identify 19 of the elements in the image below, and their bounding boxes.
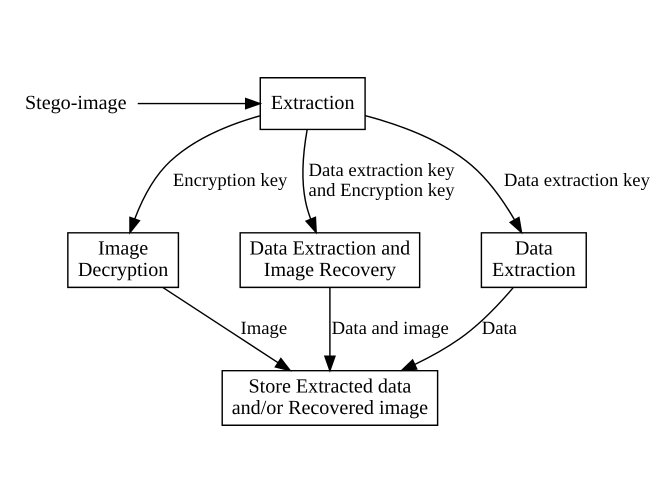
node-box: Data Extraction and Image Recovery bbox=[239, 232, 420, 288]
arrow bbox=[365, 115, 523, 234]
edge-label: Data and image bbox=[332, 318, 449, 339]
edge-label: Encryption key bbox=[172, 170, 288, 192]
arrow bbox=[162, 286, 292, 372]
arrow bbox=[302, 130, 317, 235]
edge-label: Data bbox=[482, 318, 517, 339]
node-box: Image Decryption bbox=[67, 232, 180, 288]
node-box: Data Extraction bbox=[480, 232, 587, 288]
arrow bbox=[400, 286, 514, 372]
node-box: Store Extracted data and/or Recovered image bbox=[222, 370, 438, 426]
arrow bbox=[129, 115, 260, 235]
node-text: Stego-image bbox=[24, 92, 127, 114]
edge-label: Data extraction key bbox=[504, 170, 650, 192]
node-box: Extraction bbox=[260, 77, 366, 130]
arrow bbox=[138, 98, 262, 110]
edge-label: Image bbox=[240, 318, 288, 339]
edge-label: Data extraction key and Encryption key bbox=[308, 160, 455, 202]
arrow bbox=[324, 288, 336, 373]
